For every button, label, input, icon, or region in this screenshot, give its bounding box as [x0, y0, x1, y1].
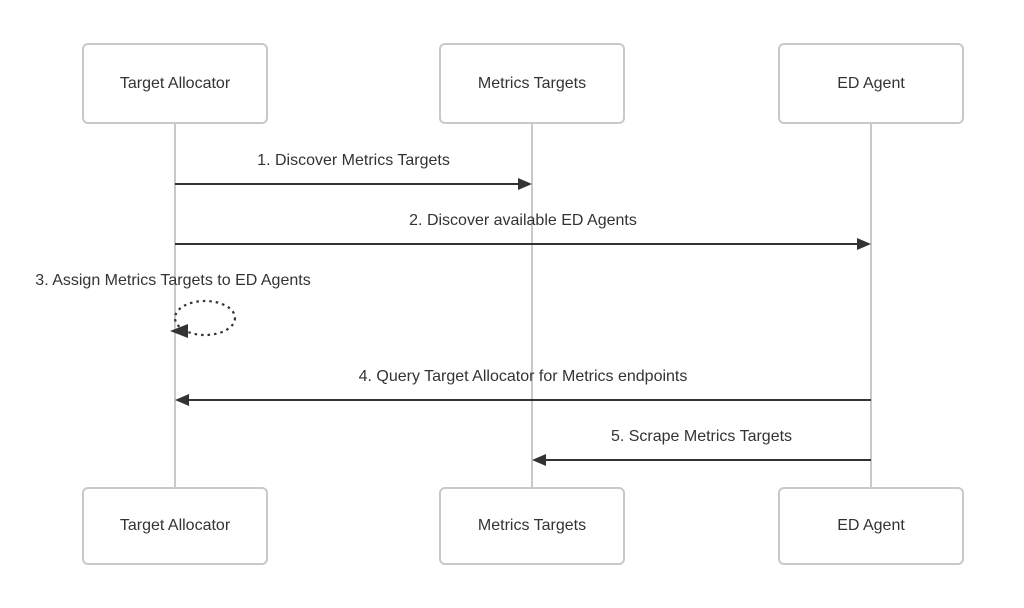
lifeline-ed-agent [870, 124, 872, 487]
lifeline-target-allocator [174, 124, 176, 487]
actor-label: Metrics Targets [477, 517, 587, 534]
message-arrow-2 [175, 243, 858, 245]
arrowhead-right-icon [518, 178, 532, 190]
arrowhead-right-icon [857, 238, 871, 250]
message-arrow-4 [189, 399, 871, 401]
actor-box-top-target-allocator: Target Allocator [82, 43, 268, 124]
lifeline-metrics-targets [531, 124, 533, 487]
message-label-3: 3. Assign Metrics Targets to ED Agents [35, 272, 311, 289]
actor-box-top-ed-agent: ED Agent [778, 43, 964, 124]
actor-box-bottom-ed-agent: ED Agent [778, 487, 964, 565]
actor-box-bottom-metrics-targets: Metrics Targets [439, 487, 625, 565]
actor-label: Target Allocator [119, 517, 231, 534]
message-arrow-5 [546, 459, 871, 461]
actor-label: ED Agent [837, 74, 905, 92]
message-label-2: 2. Discover available ED Agents [409, 212, 637, 229]
actor-label: Target Allocator [119, 74, 231, 92]
actor-label: ED Agent [837, 517, 905, 534]
actor-box-top-metrics-targets: Metrics Targets [439, 43, 625, 124]
message-label-5: 5. Scrape Metrics Targets [610, 428, 793, 445]
arrowhead-left-icon [175, 394, 189, 406]
actor-box-bottom-target-allocator: Target Allocator [82, 487, 268, 565]
message-arrow-1 [175, 183, 519, 185]
arrowhead-left-icon [532, 454, 546, 466]
actor-label: Metrics Targets [477, 74, 587, 92]
self-loop-arrow-icon [170, 299, 237, 338]
message-label-4: 4. Query Target Allocator for Metrics en… [358, 368, 688, 385]
message-label-1: 1. Discover Metrics Targets [257, 152, 450, 169]
